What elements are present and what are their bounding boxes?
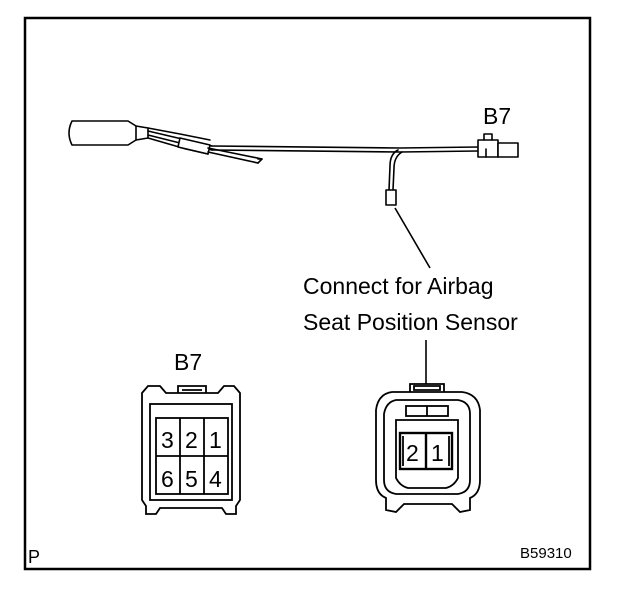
sensor-connector-front (375, 383, 481, 513)
wire-trunk (211, 149, 479, 153)
wire-harness (68, 120, 519, 206)
b7-front-label: B7 (174, 349, 202, 375)
corner-mark: P (28, 547, 40, 567)
harness-connector-b7 (477, 133, 519, 158)
b7-pin-1: 1 (209, 427, 222, 453)
sensor-plug (385, 189, 397, 206)
wire-lead (207, 151, 259, 164)
harness-connector-label: B7 (483, 103, 511, 129)
b7-pin-3: 3 (161, 427, 174, 453)
figure-code: B59310 (520, 545, 572, 562)
callout-line-2: Seat Position Sensor (303, 309, 518, 335)
harness-plug (68, 120, 149, 146)
b7-pin-6: 6 (161, 466, 174, 492)
callout-line-1: Connect for Airbag (303, 273, 494, 299)
wire-sleeve (177, 137, 211, 155)
callout-leader (394, 207, 431, 269)
b7-connector-front (141, 385, 241, 515)
wire-branch (388, 149, 399, 191)
sensor-pin-2: 2 (406, 440, 419, 466)
wire-branch (392, 151, 403, 191)
wire-trunk (211, 145, 479, 149)
figure-frame (23, 16, 592, 571)
b7-pin-2: 2 (185, 427, 198, 453)
b7-pin-4: 4 (209, 466, 222, 492)
b7-pin-5: 5 (185, 466, 198, 492)
wire (147, 127, 211, 141)
sensor-pin-1: 1 (431, 440, 444, 466)
